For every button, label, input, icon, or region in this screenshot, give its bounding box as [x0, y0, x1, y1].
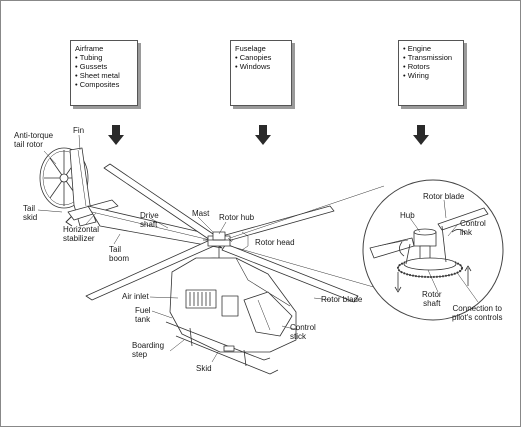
label-horizontal-stabilizer: Horizontal stabilizer — [63, 225, 100, 243]
landing-skids — [165, 321, 279, 375]
down-arrow-airframe — [108, 125, 124, 145]
label-drive-shaft: Drive shaft — [140, 211, 159, 229]
label-mast: Mast — [192, 209, 210, 218]
inset-rotor-mechanism — [369, 207, 489, 293]
components-item: Rotors — [403, 62, 459, 71]
fuselage-item: Windows — [235, 62, 287, 71]
canopy — [243, 291, 293, 337]
label-inset-rotor-blade: Rotor blade — [423, 192, 465, 201]
airframe-box-title: Airframe — [75, 44, 104, 53]
label-inset-rotor-shaft: Rotor shaft — [422, 290, 442, 308]
label-fin: Fin — [73, 126, 85, 135]
label-skid: Skid — [196, 364, 212, 373]
label-air-inlet: Air inlet — [122, 292, 149, 301]
components-item: Engine — [403, 44, 459, 53]
airframe-item: Tubing — [75, 53, 133, 62]
down-arrow-fuselage — [255, 125, 271, 145]
components-box: Engine Transmission Rotors Wiring — [398, 40, 464, 106]
fuselage-box-title: Fuselage — [235, 44, 266, 53]
airframe-item: Gussets — [75, 62, 133, 71]
label-tail-boom: Tail boom — [109, 245, 130, 263]
components-item: Transmission — [403, 53, 459, 62]
label-rotor-hub: Rotor hub — [219, 213, 255, 222]
side-windows — [185, 289, 239, 317]
zoom-line-top — [229, 185, 385, 239]
leader-lines — [37, 134, 331, 363]
fuselage-item: Canopies — [235, 53, 287, 62]
zoom-line-bottom — [229, 245, 385, 291]
label-inset-control-link: Control link — [460, 219, 486, 237]
label-anti-torque-tail-rotor: Anti-torque tail rotor — [14, 131, 54, 149]
airframe-item: Composites — [75, 80, 133, 89]
label-fuel-tank: Fuel tank — [135, 306, 151, 324]
label-rotor-head: Rotor head — [255, 238, 295, 247]
label-boarding-step: Boarding step — [132, 341, 165, 359]
label-tail-skid: Tail skid — [23, 204, 38, 222]
down-arrow-components — [413, 125, 429, 145]
inset-leader-lines — [409, 199, 479, 303]
label-inset-connection: Connection to pilot's controls — [452, 304, 503, 322]
components-item: Wiring — [403, 71, 459, 80]
label-control-stick: Control stick — [290, 323, 316, 341]
airframe-box: Airframe Tubing Gussets Sheet metal Comp… — [70, 40, 138, 106]
label-inset-hub: Hub — [400, 211, 415, 220]
fuselage-box: Fuselage Canopies Windows — [230, 40, 292, 106]
main-rotor-blades — [85, 163, 359, 303]
airframe-item: Sheet metal — [75, 71, 133, 80]
rotor-head — [203, 231, 233, 258]
label-rotor-blade: Rotor blade — [321, 295, 363, 304]
